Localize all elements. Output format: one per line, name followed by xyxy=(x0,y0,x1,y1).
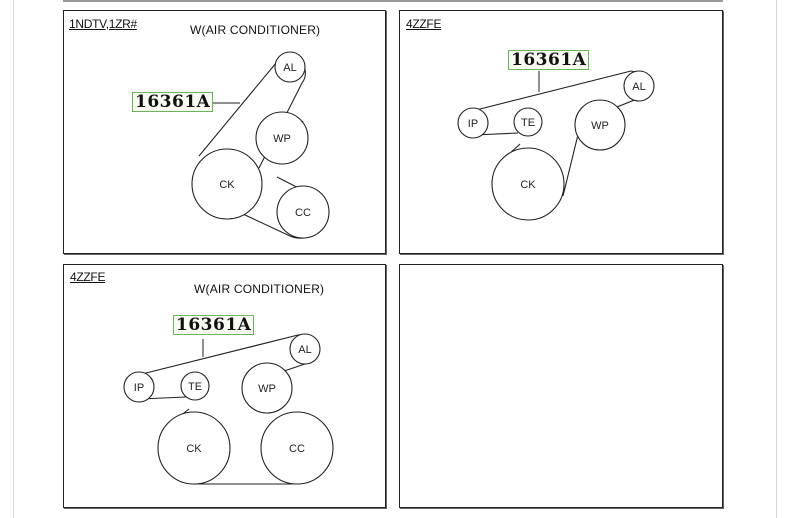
frame-left-line xyxy=(13,0,14,518)
part-number-label[interactable]: 16361A xyxy=(508,50,590,70)
diagram-panel-4 xyxy=(399,264,723,508)
diagram-panel-1: AL WP CK CC 1NDTV,1ZR# W(AIR CONDITIONER… xyxy=(63,10,386,254)
pulley-label-al: AL xyxy=(632,81,645,93)
pulley-label-te: TE xyxy=(521,117,535,129)
pulley-label-ip: IP xyxy=(468,118,478,130)
pulley-wp xyxy=(255,111,309,165)
pulley-ip xyxy=(123,371,155,403)
pulley-ck xyxy=(191,148,263,220)
pulley-cc xyxy=(260,411,334,485)
pulley-ck xyxy=(157,411,231,485)
pulley-label-ck: CK xyxy=(520,179,536,191)
pulley-label-wp: WP xyxy=(591,120,609,132)
belt xyxy=(137,334,309,485)
belt-diagram-1: AL WP CK CC xyxy=(191,51,330,239)
pulley-te xyxy=(513,107,543,137)
diagram-panel-3: AL IP TE WP CK CC 4ZZFE W(AIR CONDITIONE… xyxy=(63,264,386,508)
part-number-label[interactable]: 16361A xyxy=(173,315,255,335)
pulley-label-wp: WP xyxy=(258,383,276,395)
part-number-label[interactable]: 16361A xyxy=(132,92,214,112)
belt xyxy=(471,70,638,197)
variant-label: W(AIR CONDITIONER) xyxy=(190,23,321,37)
pulley-wp xyxy=(241,362,293,414)
engine-label: 1NDTV,1ZR# xyxy=(69,17,137,31)
variant-label: W(AIR CONDITIONER) xyxy=(194,282,325,296)
pulley-label-cc: CC xyxy=(289,443,305,455)
frame-top-line xyxy=(63,0,723,2)
engine-label: 4ZZFE xyxy=(406,17,442,31)
pulley-label-wp: WP xyxy=(273,133,291,145)
pulley-label-ck: CK xyxy=(219,179,235,191)
pulley-ip xyxy=(457,107,489,139)
pulley-al xyxy=(274,51,306,83)
pulley-label-te: TE xyxy=(188,381,202,393)
pulley-te xyxy=(180,371,210,401)
pulley-label-ck: CK xyxy=(186,443,202,455)
pulley-label-al: AL xyxy=(298,344,311,356)
pulley-label-ip: IP xyxy=(134,382,144,394)
pulley-al xyxy=(623,70,655,102)
belt-diagram-3: AL IP TE WP CK CC xyxy=(123,333,334,485)
pulley-cc xyxy=(276,185,330,239)
diagram-panel-2: AL IP TE WP CK 4ZZFE 16361A xyxy=(399,10,723,254)
belt-diagram-2: AL IP TE WP CK xyxy=(457,70,655,221)
pulley-label-cc: CC xyxy=(295,207,311,219)
pulley-wp xyxy=(574,99,626,151)
pulley-label-al: AL xyxy=(283,62,296,74)
engine-label: 4ZZFE xyxy=(70,270,106,284)
pulley-ck xyxy=(491,147,565,221)
frame-right-line xyxy=(776,0,777,518)
pulley-al xyxy=(289,333,321,365)
